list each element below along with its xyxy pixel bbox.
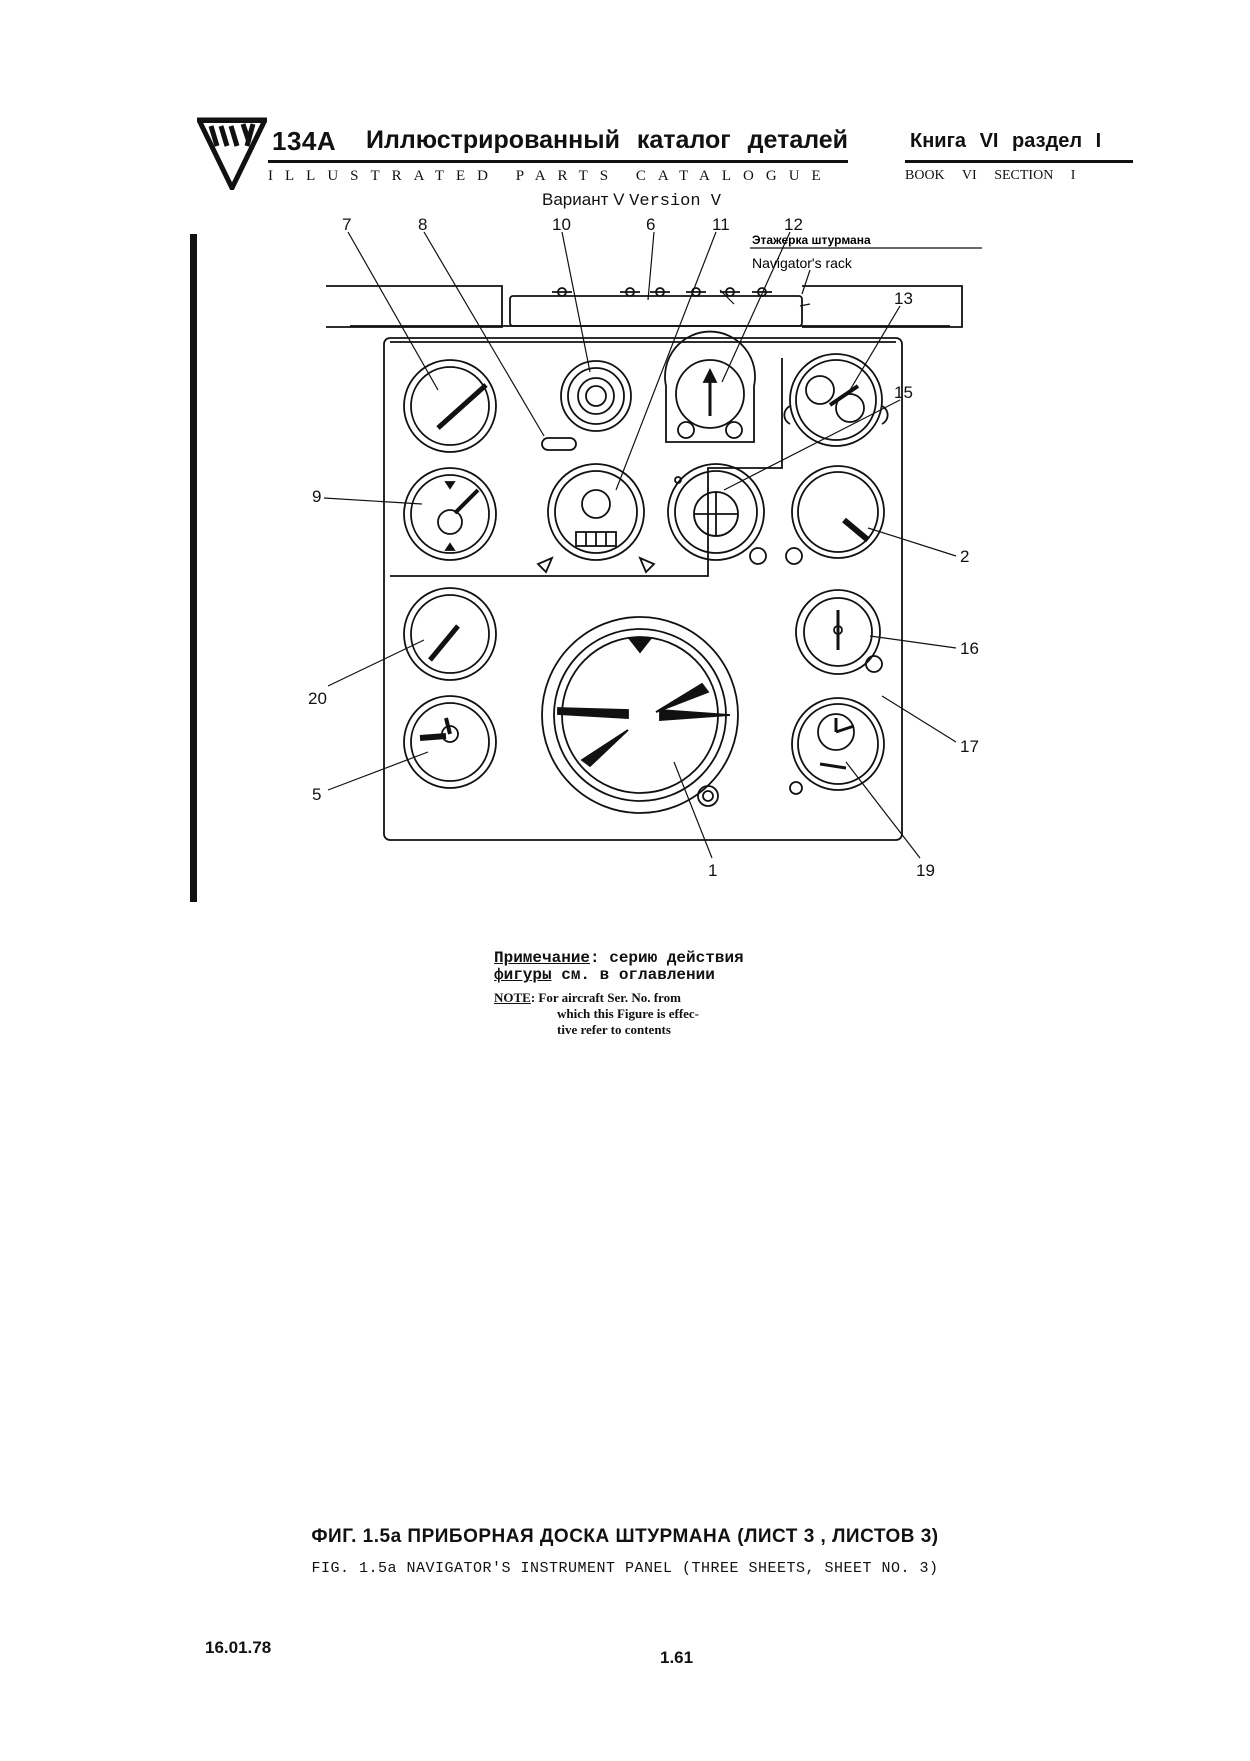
- callout-11: 11: [712, 215, 730, 234]
- note-ru-underlined: фигуры: [494, 966, 552, 984]
- catalogue-title-en: ILLUSTRATED PARTS CATALOGUE: [268, 168, 833, 184]
- callout-13: 13: [894, 289, 913, 308]
- panel-outline: [383, 337, 903, 841]
- rack-right-shelf: [802, 285, 963, 328]
- rack-left-shelf: [326, 285, 503, 328]
- effectivity-note: Примечание: серию действия фигуры см. в …: [494, 950, 744, 1038]
- gauge-9: [403, 467, 497, 561]
- note-en: NOTE: For aircraft Ser. No. from which t…: [494, 990, 700, 1037]
- book-section-ru: Книга VI раздел I: [910, 130, 1102, 152]
- callout-6: 6: [646, 215, 655, 234]
- subpanel-divider: [390, 358, 783, 577]
- gauge-11: [536, 463, 656, 574]
- gauge-1: [541, 616, 739, 814]
- callout-19: 19: [916, 861, 935, 880]
- gauge-10: [560, 360, 632, 432]
- callout-20: 20: [308, 689, 327, 708]
- catalogue-title-ru: Иллюстрированный каталог деталей: [366, 126, 849, 154]
- note-ru: Примечание: серию действия фигуры см. в …: [494, 949, 744, 984]
- gauge-7: [403, 359, 497, 453]
- book-section-en: BOOK VI SECTION I: [905, 168, 1076, 183]
- callout-12: 12: [784, 215, 803, 234]
- callout-1: 1: [708, 861, 717, 880]
- rack-knobs: [552, 287, 772, 297]
- rack-label-ru: Этажерка штурмана: [752, 233, 871, 247]
- page-number: 1.61: [660, 1648, 694, 1667]
- variant-label: Вариант V Version V: [542, 190, 721, 211]
- gauge-17: [789, 697, 885, 795]
- note-ru-label: Примечание: [494, 949, 591, 967]
- variant-en: Version V: [629, 192, 721, 211]
- variant-ru: Вариант V: [542, 190, 625, 209]
- note-en-label: NOTE: [494, 990, 531, 1005]
- callout-8: 8: [418, 215, 427, 234]
- gauge-13: [783, 353, 889, 447]
- revision-date: 16.01.78: [205, 1638, 272, 1657]
- book-rule: [905, 160, 1133, 163]
- gauge-20: [403, 587, 497, 681]
- figure-caption-en: FIG. 1.5a NAVIGATOR'S INSTRUMENT PANEL (…: [311, 1560, 939, 1577]
- instrument-panel-diagram: Этажерка штурмана Navigator's rack 7 8 1…: [308, 215, 982, 880]
- signal-lamp: [541, 437, 577, 451]
- callout-7: 7: [342, 215, 351, 234]
- gauge-16: [795, 589, 883, 675]
- figure-caption-ru: ФИГ. 1.5а ПРИБОРНАЯ ДОСКА ШТУРМАНА (ЛИСТ…: [311, 1526, 939, 1547]
- revision-bar: [190, 234, 197, 902]
- gauge-12: [664, 330, 756, 443]
- callout-9: 9: [312, 487, 321, 506]
- callout-16: 16: [960, 639, 979, 658]
- callout-2: 2: [960, 547, 969, 566]
- header-rule: [268, 160, 848, 163]
- callout-numbers: 7 8 10 6 11 12 13 15 9 2 16 20 17 5 1 19: [308, 215, 979, 880]
- callout-15: 15: [894, 383, 913, 402]
- leader-lines: [323, 231, 957, 859]
- gauge-2: [785, 465, 885, 565]
- gauge-15: [667, 463, 767, 565]
- callout-10: 10: [552, 215, 571, 234]
- callout-5: 5: [312, 785, 321, 804]
- aircraft-model: 134A: [272, 126, 337, 156]
- rack-center-block: [509, 295, 803, 327]
- callout-17: 17: [960, 737, 979, 756]
- gauge-5: [403, 695, 497, 789]
- manufacturer-logo: [197, 117, 267, 190]
- rack-label-en: Navigator's rack: [752, 255, 853, 271]
